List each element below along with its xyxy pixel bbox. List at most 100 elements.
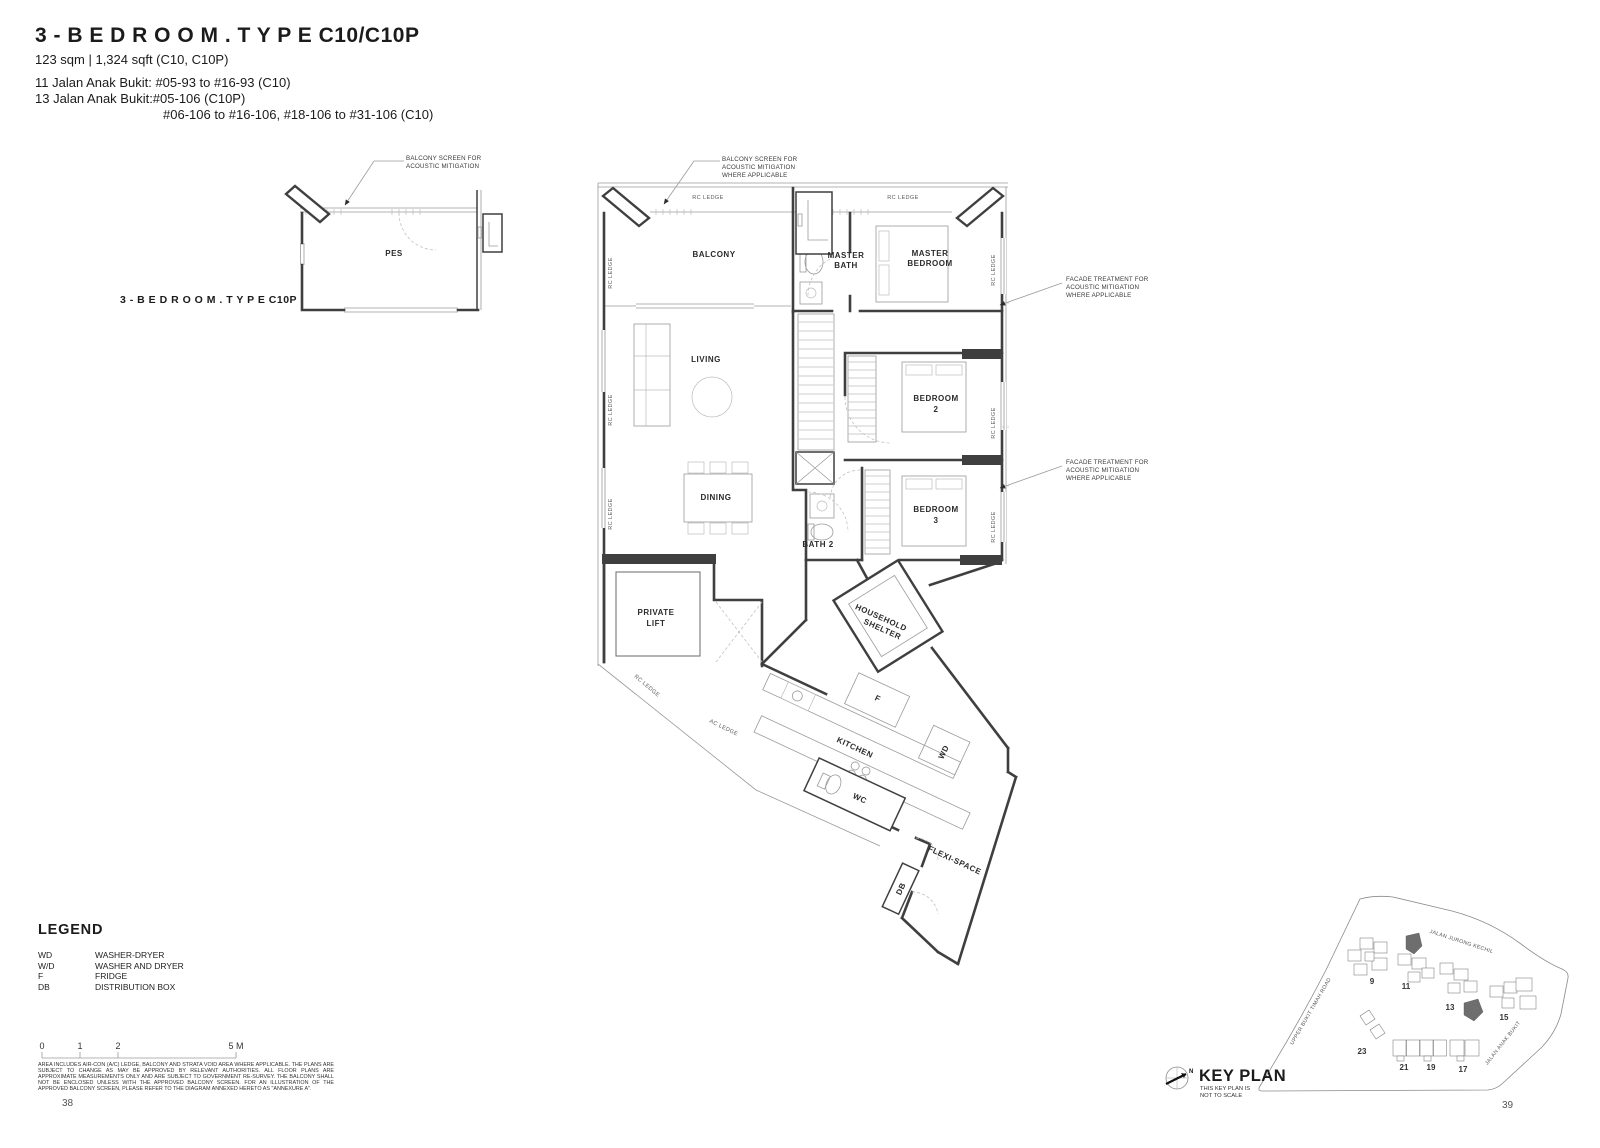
cluster-13: 13	[1439, 962, 1484, 1022]
svg-text:2: 2	[934, 405, 939, 414]
scale-tick: 0	[39, 1041, 44, 1051]
svg-text:BATH: BATH	[834, 261, 858, 270]
cluster-15: 15	[1489, 977, 1537, 1022]
household-shelter	[831, 558, 945, 674]
windows	[600, 238, 1006, 542]
road-label: UPPER BUKIT TIMAH ROAD	[1289, 977, 1332, 1046]
kitchen-band: KITCHEN F WD WC DB FLEXI-SPACE	[753, 672, 983, 916]
furniture	[633, 225, 967, 547]
corner-wall	[601, 186, 651, 228]
room-label-flexi: FLEXI-SPACE	[927, 844, 983, 877]
cluster-17: 17	[1449, 1039, 1480, 1074]
address-line: 11 Jalan Anak Bukit: #05-93 to #16-93 (C…	[35, 75, 291, 90]
cluster-label: 21	[1400, 1063, 1409, 1072]
annotation-facade-2: FACADE TREATMENT FOR	[1066, 459, 1149, 466]
annotation-balcony-screen-main: BALCONY SCREEN FOR	[722, 156, 798, 163]
svg-text:NOT TO SCALE: NOT TO SCALE	[1200, 1093, 1242, 1099]
leader-line	[344, 160, 404, 206]
room-label-pes: PES	[385, 249, 403, 258]
leader-line	[663, 160, 720, 205]
bed-master	[875, 225, 949, 303]
small-plan-c10p: PES BALCONY SCREEN FOR ACOUSTIC MITIGATI…	[120, 155, 503, 313]
key-plan-note: THIS KEY PLAN IS	[1200, 1086, 1250, 1092]
legend-heading: LEGEND	[38, 922, 104, 938]
rc-ledge-label: RC LEDGE	[608, 257, 614, 288]
legend-row: WD WASHER-DRYER	[38, 950, 165, 960]
address-line: 13 Jalan Anak Bukit:#05-106 (C10P)	[35, 91, 246, 106]
walls	[602, 186, 1018, 966]
cluster-label: 15	[1500, 1013, 1509, 1022]
address-line: #06-106 to #16-106, #18-106 to #31-106 (…	[163, 107, 434, 122]
scale-tick: 5 M	[228, 1041, 243, 1051]
cluster-23: 23	[1358, 1009, 1386, 1056]
unit-area: 123 sqm | 1,324 sqft (C10, C10P)	[35, 52, 229, 67]
room-label-bedroom2: BEDROOM	[913, 394, 958, 403]
svg-text:BEDROOM: BEDROOM	[907, 259, 952, 268]
road-label: JALAN JURONG KECHIL	[1429, 929, 1494, 955]
cluster-label: 13	[1446, 1003, 1455, 1012]
room-label-bath2: BATH 2	[802, 540, 833, 549]
svg-text:3: 3	[934, 516, 939, 525]
address-block: 11 Jalan Anak Bukit: #05-93 to #16-93 (C…	[35, 75, 433, 123]
key-plan: JALAN JURONG KECHIL UPPER BUKIT TIMAH RO…	[1165, 895, 1569, 1099]
cluster-11: 11	[1397, 932, 1435, 991]
cluster-label: 11	[1402, 982, 1411, 991]
annotation-facade-1: FACADE TREATMENT FOR	[1066, 276, 1149, 283]
leader-line	[999, 465, 1063, 489]
rc-ledge-label: RC LEDGE	[887, 195, 918, 201]
cluster-label: 17	[1459, 1065, 1468, 1074]
room-label-db: DB	[894, 881, 907, 896]
rc-ledge-label: RC LEDGE	[991, 511, 997, 542]
rc-ledge-label: RC LEDGE	[608, 498, 614, 529]
svg-text:ACOUSTIC MITIGATION: ACOUSTIC MITIGATION	[1066, 284, 1139, 291]
cluster-label: 23	[1358, 1047, 1367, 1056]
svg-text:ACOUSTIC MITIGATION: ACOUSTIC MITIGATION	[722, 164, 795, 171]
lift-car	[615, 571, 701, 657]
highlighted-stack	[1405, 932, 1423, 955]
room-label-living: LIVING	[691, 355, 721, 364]
room-label-wd: WD	[937, 744, 951, 761]
legend-row: W/D WASHER AND DRYER	[38, 960, 184, 971]
room-label-bedroom3: BEDROOM	[913, 505, 958, 514]
fridge-bay	[843, 672, 911, 728]
highlighted-stack	[1463, 998, 1484, 1022]
svg-text:ACOUSTIC MITIGATION: ACOUSTIC MITIGATION	[1066, 467, 1139, 474]
leader-line	[999, 282, 1063, 306]
svg-text:WHERE APPLICABLE: WHERE APPLICABLE	[1066, 292, 1131, 299]
cluster-9: 9	[1347, 937, 1388, 986]
svg-text:WHERE APPLICABLE: WHERE APPLICABLE	[1066, 475, 1131, 482]
db-box	[881, 862, 920, 916]
plan-type-label-c10p: 3 - B E D R O O M . T Y P E C10P	[120, 294, 297, 306]
legend: LEGEND WD WASHER-DRYER W/D WASHER AND DR…	[38, 922, 184, 992]
road-label: JALAN ANAK BUKIT	[1484, 1020, 1522, 1067]
room-label-private-lift: PRIVATE	[638, 608, 675, 617]
corner-wall	[284, 184, 331, 224]
dining-table	[683, 473, 753, 523]
scale-tick: 1	[77, 1041, 82, 1051]
cluster-label: 9	[1370, 977, 1375, 986]
room-label-fridge: F	[873, 693, 882, 703]
room-label-dining: DINING	[701, 493, 732, 502]
scale-tick: 2	[115, 1041, 120, 1051]
svg-text:ACOUSTIC MITIGATION: ACOUSTIC MITIGATION	[406, 163, 479, 170]
main-plan-c10: KITCHEN F WD WC DB FLEXI-SPACE BALCONY M…	[597, 156, 1149, 966]
cluster-label: 19	[1427, 1063, 1436, 1072]
header: 3 - B E D R O O M . T Y P E C10/C10P 123…	[35, 24, 419, 67]
annotation-balcony-screen: BALCONY SCREEN FOR	[406, 155, 482, 162]
page-number-right: 39	[1502, 1100, 1514, 1111]
room-label-master-bedroom: MASTER	[912, 249, 949, 258]
legend-row: DB DISTRIBUTION BOX	[38, 981, 176, 992]
disclaimer-text: AREA INCLUDES AIR-CON (A/C) LEDGE, BALCO…	[38, 1062, 334, 1092]
key-plan-title: KEY PLAN	[1199, 1067, 1286, 1085]
legend-row: F FRIDGE	[38, 971, 128, 981]
cluster-21-19: 21 19	[1392, 1039, 1447, 1072]
wardrobe-hatch	[795, 313, 891, 555]
north-label: N	[1189, 1069, 1193, 1075]
corner-wall	[955, 186, 1005, 228]
rc-ledge-label: RC LEDGE	[991, 254, 997, 285]
bed-3	[901, 475, 967, 547]
rc-ledge-label: RC LEDGE	[991, 407, 997, 438]
wd-bay	[917, 724, 971, 776]
